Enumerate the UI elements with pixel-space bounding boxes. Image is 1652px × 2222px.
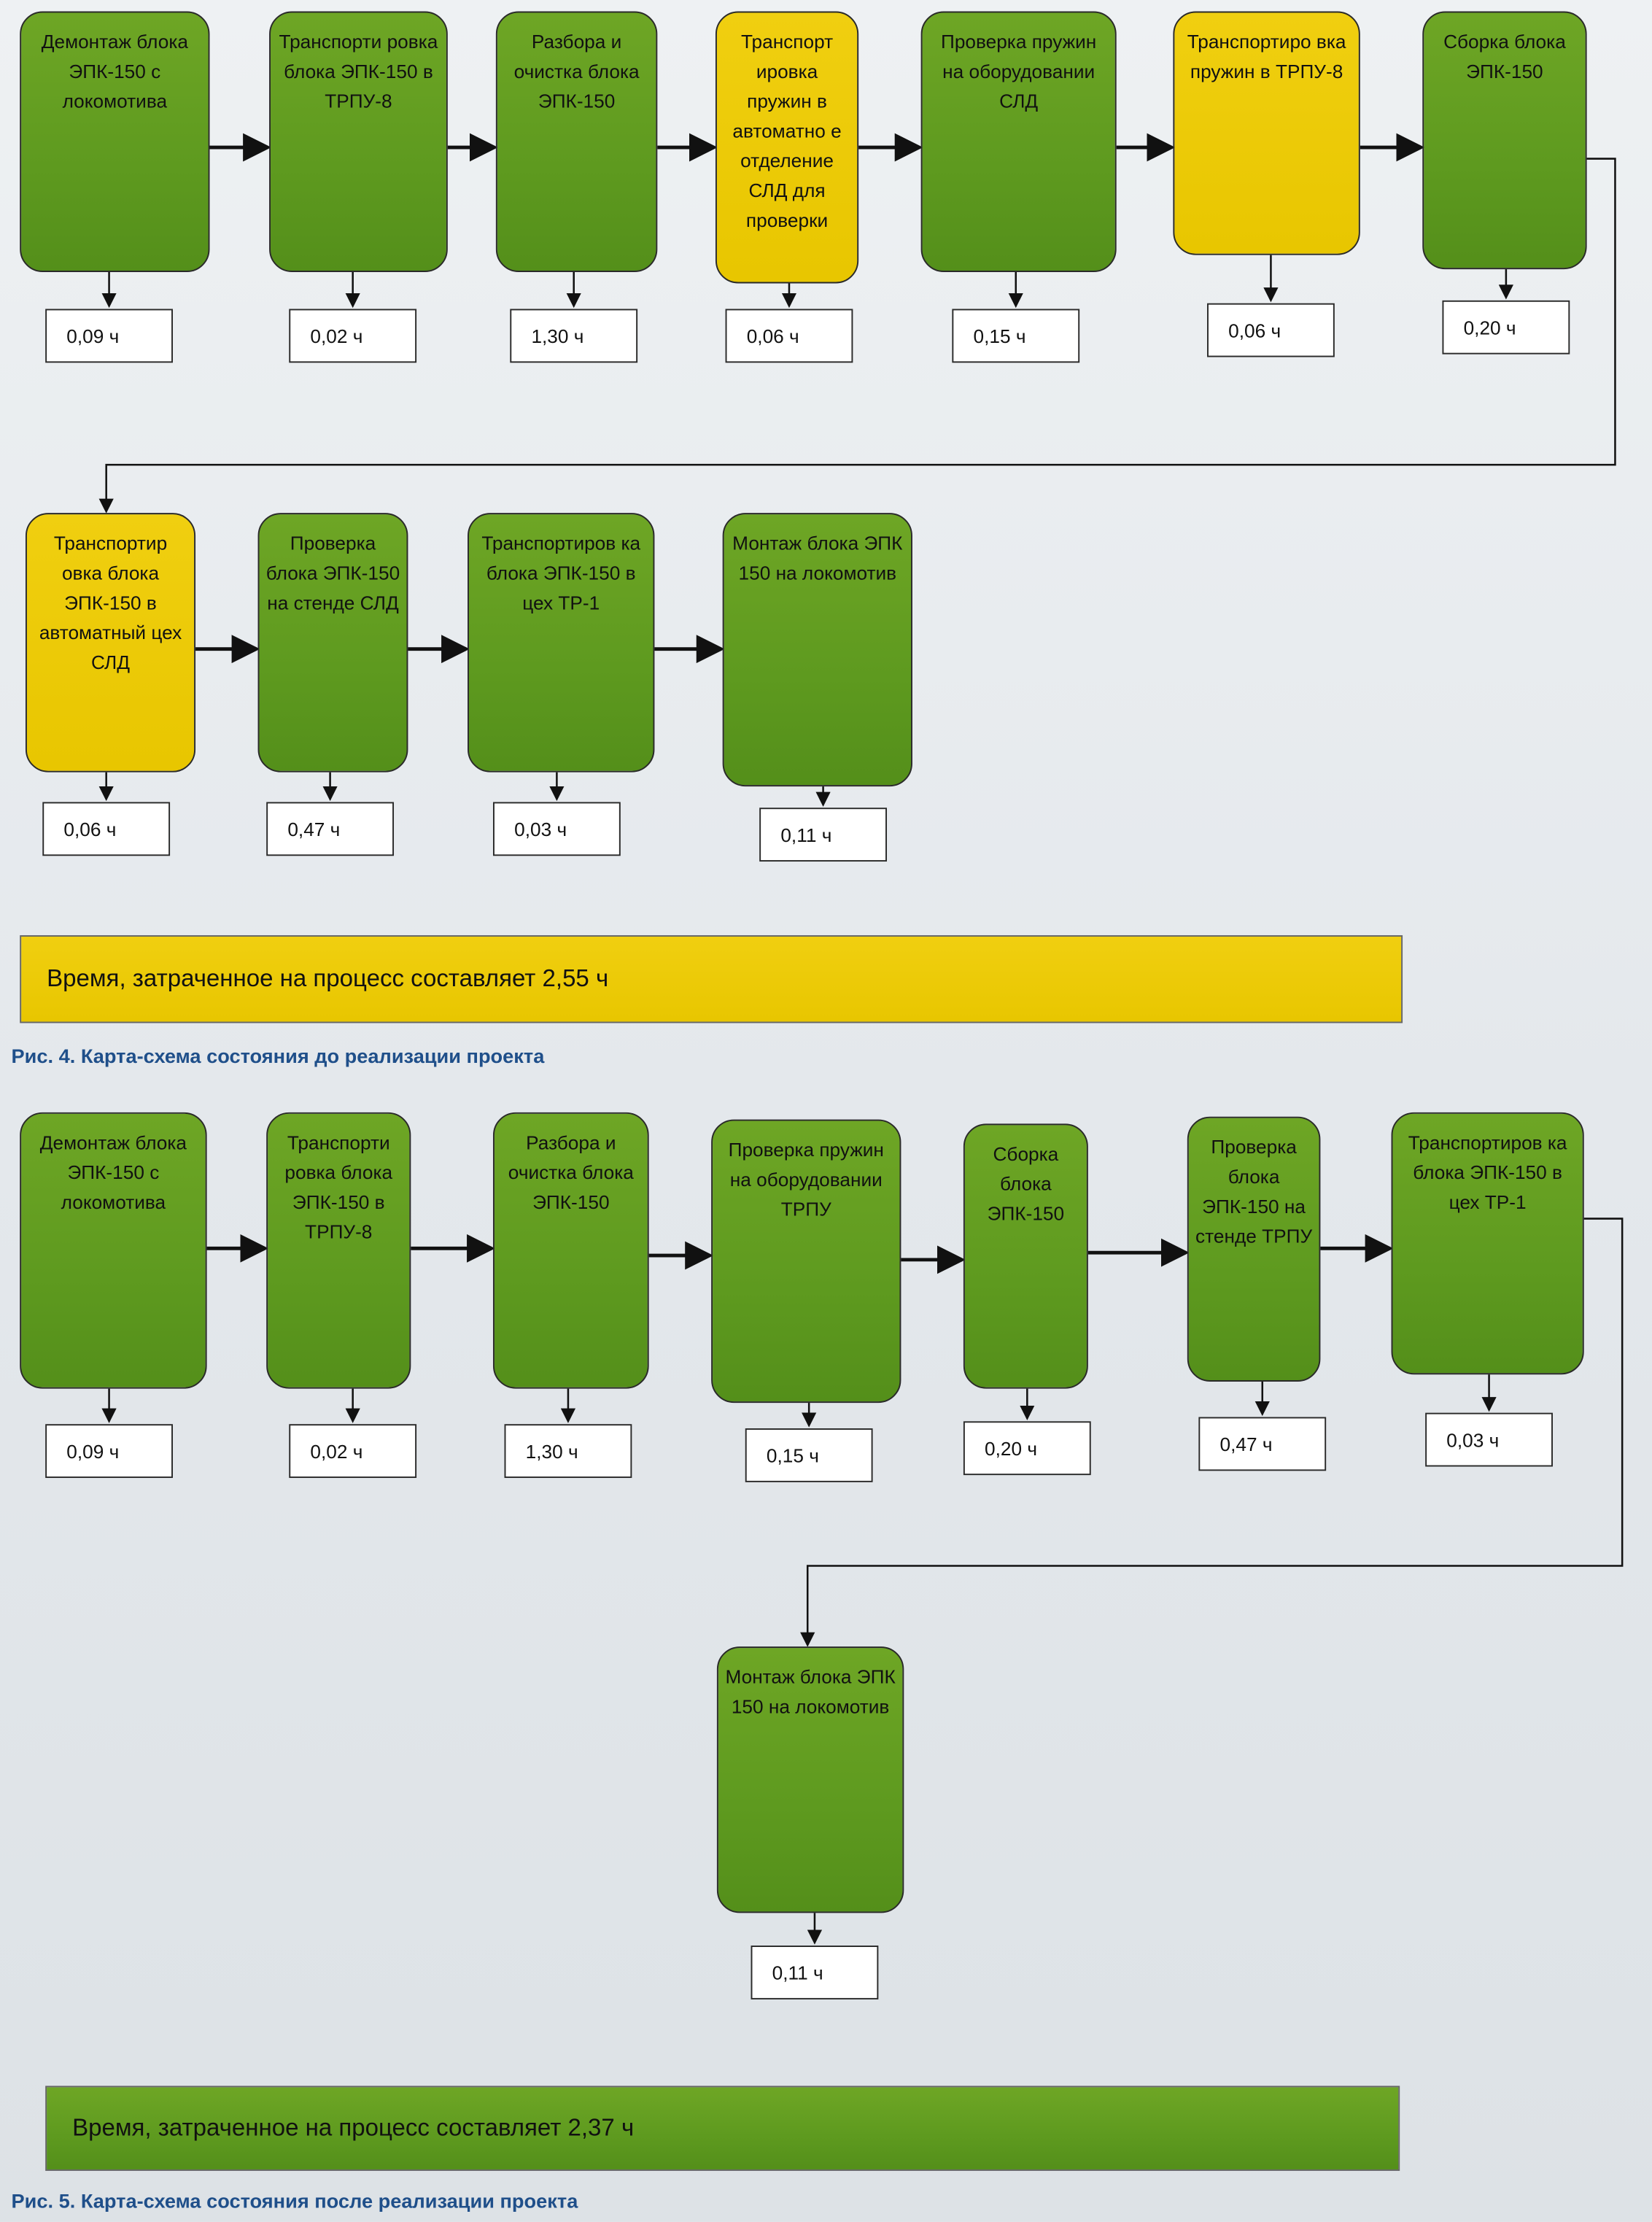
step-time: 0,47 ч xyxy=(1198,1417,1327,1471)
step-label: Транспорти ровка блока ЭПК-150 в ТРПУ-8 xyxy=(284,1132,393,1243)
figure-5-caption: Рис. 5. Карта-схема состояния после реал… xyxy=(11,2189,578,2213)
total-time-banner-after: Время, затраченное на процесс составляет… xyxy=(45,2086,1400,2171)
step-label: Транспорт ировка пружин в автоматно е от… xyxy=(732,31,842,231)
step-label: Проверка пружин на оборудовании ТРПУ xyxy=(728,1139,884,1220)
process-step: Демонтаж блока ЭПК-150 с локомотива xyxy=(20,1112,207,1389)
step-time: 1,30 ч xyxy=(510,309,638,363)
step-label: Транспортиров ка блока ЭПК-150 в цех ТР-… xyxy=(1408,1132,1567,1213)
process-step: Разбора и очистка блока ЭПК-150 xyxy=(492,1112,649,1389)
step-label: Транспортир овка блока ЭПК-150 в автомат… xyxy=(39,533,182,673)
process-step: Транспорти ровка блока ЭПК-150 в ТРПУ-8 xyxy=(269,11,448,272)
step-label: Сборка блока ЭПК-150 xyxy=(987,1143,1065,1225)
process-step: Проверка пружин на оборудовании СЛД xyxy=(920,11,1117,272)
wrap-connector xyxy=(98,158,1616,514)
step-label: Транспортиров ка блока ЭПК-150 в цех ТР-… xyxy=(481,533,641,614)
process-step: Демонтаж блока ЭПК-150 с локомотива xyxy=(20,11,210,272)
process-step: Сборка блока ЭПК-150 xyxy=(963,1123,1088,1389)
step-time: 0,02 ч xyxy=(289,309,417,363)
step-time: 0,20 ч xyxy=(1442,300,1570,355)
step-time: 0,03 ч xyxy=(492,802,621,856)
step-time: 0,15 ч xyxy=(745,1428,873,1482)
process-step: Монтаж блока ЭПК 150 на локомотив xyxy=(716,1646,904,1913)
wrap-connector xyxy=(800,1218,1624,1647)
step-label: Монтаж блока ЭПК 150 на локомотив xyxy=(725,1666,896,1718)
process-step: Проверка блока ЭПК-150 на стенде ТРПУ xyxy=(1187,1116,1321,1382)
step-time: 0,03 ч xyxy=(1425,1412,1553,1467)
process-step: Сборка блока ЭПК-150 xyxy=(1422,11,1587,270)
process-step: Транспорт ировка пружин в автоматно е от… xyxy=(715,11,859,284)
step-label: Проверка блока ЭПК-150 на стенде ТРПУ xyxy=(1195,1136,1313,1247)
total-time-banner-before: Время, затраченное на процесс составляет… xyxy=(20,935,1403,1023)
step-time: 0,47 ч xyxy=(266,802,395,856)
step-label: Монтаж блока ЭПК 150 на локомотив xyxy=(732,533,903,584)
process-step: Транспортиров ка блока ЭПК-150 в цех ТР-… xyxy=(468,513,655,773)
step-label: Разбора и очистка блока ЭПК-150 xyxy=(508,1132,634,1213)
process-step: Транспортиров ка блока ЭПК-150 в цех ТР-… xyxy=(1391,1112,1584,1375)
step-time: 0,06 ч xyxy=(42,802,171,856)
step-time: 0,02 ч xyxy=(289,1424,417,1479)
figure-4-caption: Рис. 4. Карта-схема состояния до реализа… xyxy=(11,1044,545,1067)
step-label: Разбора и очистка блока ЭПК-150 xyxy=(513,31,640,112)
process-step: Монтаж блока ЭПК 150 на локомотив xyxy=(722,513,912,787)
step-label: Транспорти ровка блока ЭПК-150 в ТРПУ-8 xyxy=(279,31,438,112)
step-time: 0,06 ч xyxy=(725,309,853,363)
step-time: 0,06 ч xyxy=(1207,303,1335,357)
process-step: Разбора и очистка блока ЭПК-150 xyxy=(495,11,658,272)
process-step: Проверка блока ЭПК-150 на стенде СЛД xyxy=(257,513,408,773)
step-label: Транспортиро вка пружин в ТРПУ-8 xyxy=(1187,31,1346,82)
step-time: 1,30 ч xyxy=(504,1424,632,1479)
step-time: 0,20 ч xyxy=(963,1421,1091,1476)
step-time: 0,09 ч xyxy=(45,1424,173,1479)
step-time: 0,11 ч xyxy=(751,1946,879,2000)
process-step: Проверка пружин на оборудовании ТРПУ xyxy=(711,1119,901,1404)
process-step: Транспортиро вка пружин в ТРПУ-8 xyxy=(1173,11,1360,255)
step-label: Демонтаж блока ЭПК-150 с локомотива xyxy=(41,31,188,112)
step-label: Сборка блока ЭПК-150 xyxy=(1443,31,1566,82)
step-label: Проверка блока ЭПК-150 на стенде СЛД xyxy=(265,533,400,614)
process-step: Транспорти ровка блока ЭПК-150 в ТРПУ-8 xyxy=(266,1112,411,1389)
step-time: 0,11 ч xyxy=(759,808,888,862)
step-label: Демонтаж блока ЭПК-150 с локомотива xyxy=(39,1132,187,1213)
step-time: 0,09 ч xyxy=(45,309,173,363)
step-label: Проверка пружин на оборудовании СЛД xyxy=(940,31,1097,112)
step-time: 0,15 ч xyxy=(952,309,1080,363)
process-step: Транспортир овка блока ЭПК-150 в автомат… xyxy=(25,513,196,773)
